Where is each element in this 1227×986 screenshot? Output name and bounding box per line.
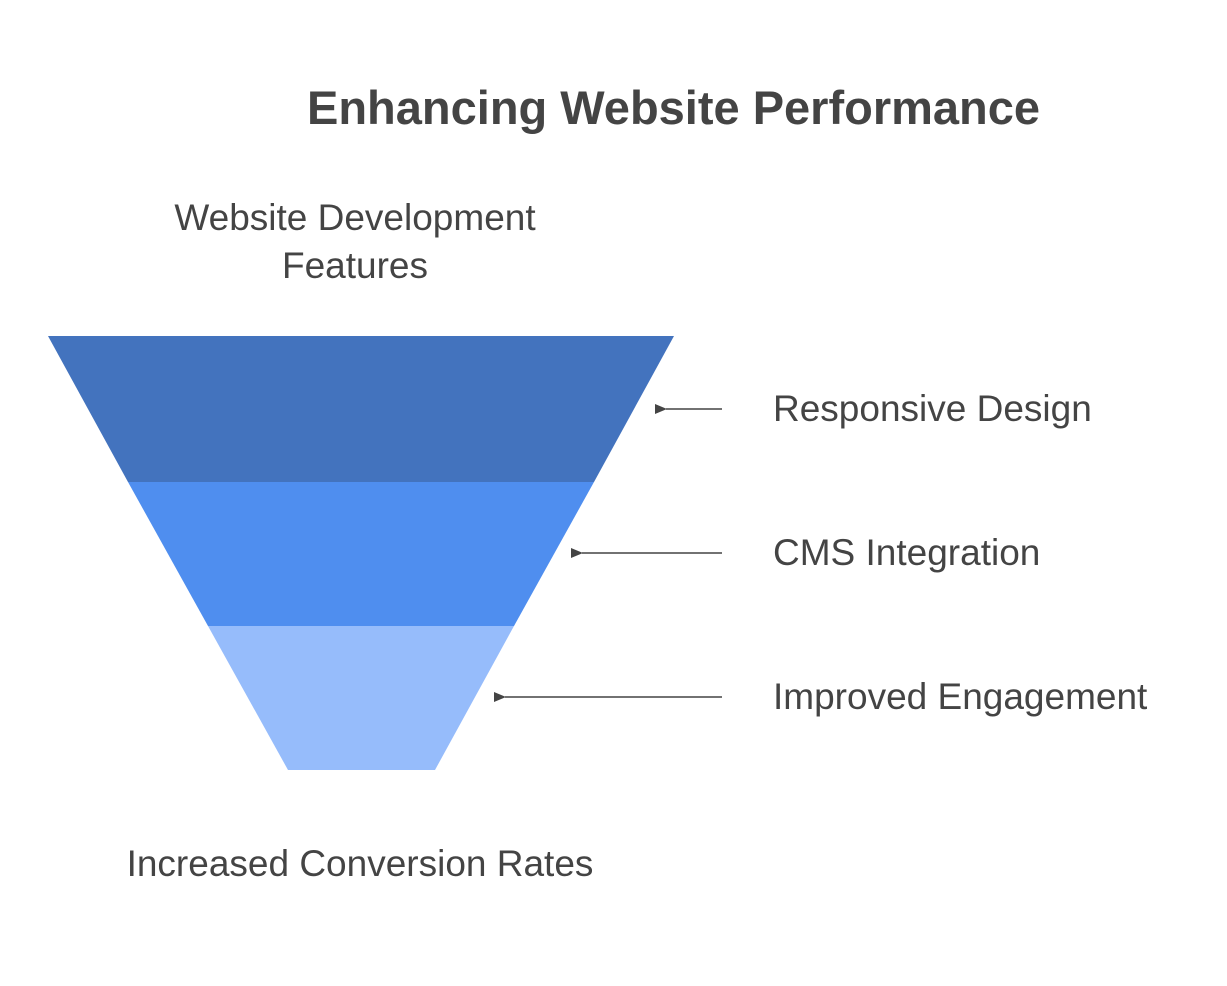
diagram-title: Enhancing Website Performance: [307, 81, 1041, 134]
stage-label-cms-integration: CMS Integration: [773, 532, 1041, 573]
funnel-top-label: Website Development Features: [120, 194, 590, 290]
funnel-top-label-line-2: Features: [281, 245, 428, 286]
stage-label-improved-engagement: Improved Engagement: [773, 676, 1148, 717]
funnel-bottom-label: Increased Conversion Rates: [126, 843, 594, 884]
funnel-stage-2: [128, 482, 594, 626]
funnel-stage-3: [208, 626, 514, 770]
funnel-stage-1: [48, 336, 674, 482]
funnel-top-label-line-1: Website Development: [174, 197, 536, 238]
stage-label-responsive-design: Responsive Design: [773, 388, 1092, 429]
